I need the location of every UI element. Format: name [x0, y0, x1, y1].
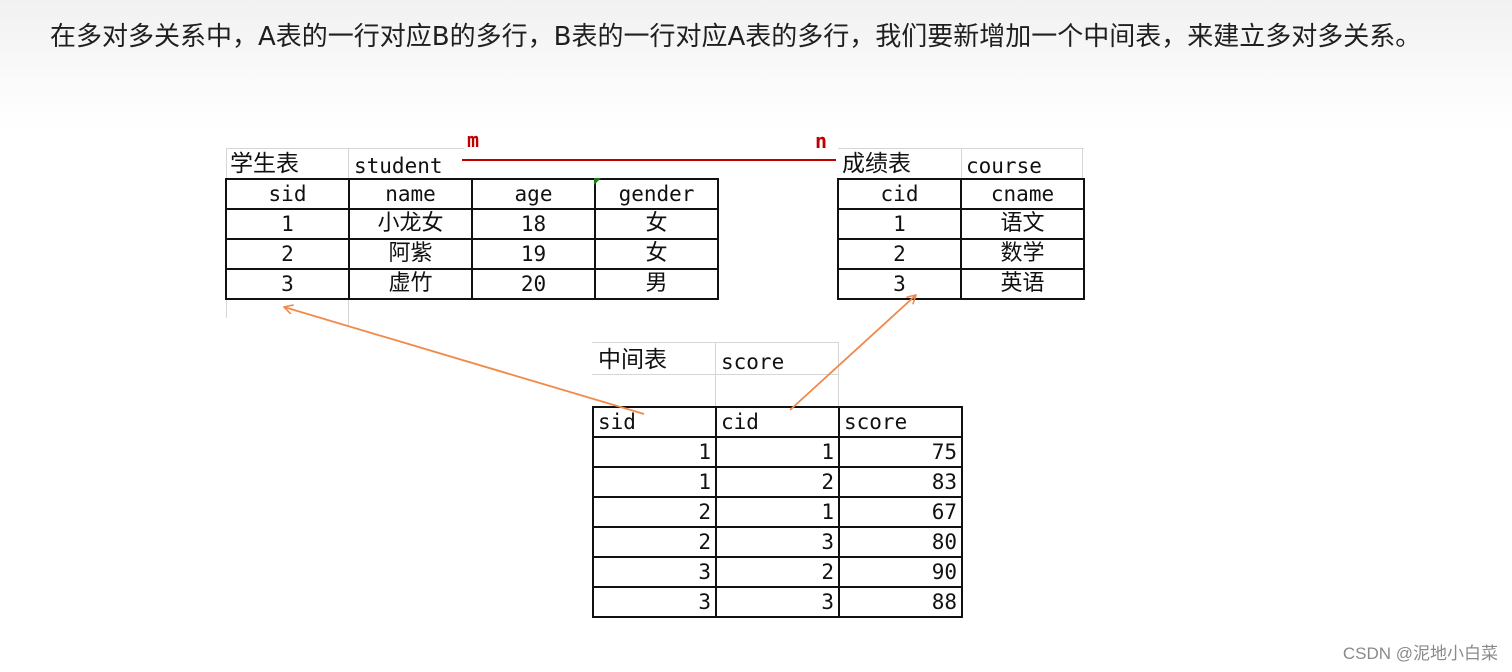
table-cell: 2	[592, 496, 717, 528]
table-cell: 阿紫	[348, 238, 473, 270]
column-header: age	[471, 178, 596, 210]
table-cell: 1	[592, 436, 717, 468]
table-cell: 18	[471, 208, 596, 240]
cell-comment-marker	[594, 178, 601, 185]
grid-line	[961, 148, 962, 178]
table-cell: 3	[592, 586, 717, 618]
table-row: 2 1 67	[592, 496, 963, 528]
table-row: 3 2 90	[592, 556, 963, 588]
grid-line	[226, 148, 464, 149]
course-caption-en: course	[966, 154, 1042, 178]
student-caption-en: student	[354, 154, 443, 178]
table-cell: 女	[594, 238, 719, 270]
grid-line	[838, 342, 839, 406]
grid-line	[715, 342, 716, 406]
course-caption-cn: 成绩表	[842, 151, 911, 177]
table-row: 2 3 80	[592, 526, 963, 558]
multiplicity-m-label: m	[467, 128, 480, 152]
cid-reference-arrow	[789, 295, 916, 411]
intro-paragraph: 在多对多关系中，A表的一行对应B的多行，B表的一行对应A表的多行，我们要新增加一…	[50, 22, 1422, 52]
table-row: 2 数学	[837, 238, 1085, 270]
multiplicity-n-label: n	[815, 129, 828, 153]
score-caption-en: score	[721, 350, 785, 374]
table-cell: 88	[838, 586, 963, 618]
table-cell: 2	[592, 526, 717, 558]
table-cell: 女	[594, 208, 719, 240]
table-row: 1 小龙女 18 女	[225, 208, 719, 240]
column-header: cname	[960, 178, 1085, 210]
table-cell: 3	[715, 586, 840, 618]
score-caption-cn: 中间表	[598, 347, 667, 373]
student-caption-cn: 学生表	[230, 151, 299, 177]
sid-reference-arrow	[284, 307, 645, 415]
table-cell: 90	[838, 556, 963, 588]
table-row: 1 2 83	[592, 466, 963, 498]
table-cell: 3	[592, 556, 717, 588]
table-cell: 2	[225, 238, 350, 270]
table-cell: 小龙女	[348, 208, 473, 240]
table-row: 3 虚竹 20 男	[225, 268, 719, 300]
score-table: sid cid score 1 1 75 1 2 83 2 1 67 2 3 8…	[592, 406, 963, 618]
table-header-row: sid name age gender	[225, 178, 719, 210]
table-cell: 83	[838, 466, 963, 498]
table-cell: 80	[838, 526, 963, 558]
column-header: score	[838, 406, 963, 438]
table-cell: 2	[715, 466, 840, 498]
table-cell: 20	[471, 268, 596, 300]
table-cell: 虚竹	[348, 268, 473, 300]
table-cell: 1	[715, 436, 840, 468]
table-header-row: sid cid score	[592, 406, 963, 438]
column-header: cid	[715, 406, 840, 438]
column-header: sid	[592, 406, 717, 438]
column-header: name	[348, 178, 473, 210]
course-table: cid cname 1 语文 2 数学 3 英语	[837, 178, 1085, 300]
table-cell: 语文	[960, 208, 1085, 240]
table-cell: 1	[225, 208, 350, 240]
table-cell: 3	[837, 268, 962, 300]
table-row: 3 3 88	[592, 586, 963, 618]
table-cell: 英语	[960, 268, 1085, 300]
table-cell: 男	[594, 268, 719, 300]
table-cell: 75	[838, 436, 963, 468]
table-cell: 2	[715, 556, 840, 588]
table-cell: 3	[225, 268, 350, 300]
watermark: CSDN @泥地小白菜	[1342, 644, 1498, 663]
table-cell: 2	[837, 238, 962, 270]
student-table: sid name age gender 1 小龙女 18 女 2 阿紫 19 女…	[225, 178, 719, 300]
table-cell: 1	[715, 496, 840, 528]
table-cell: 1	[837, 208, 962, 240]
table-row: 2 阿紫 19 女	[225, 238, 719, 270]
column-header: cid	[837, 178, 962, 210]
table-row: 3 英语	[837, 268, 1085, 300]
table-row: 1 1 75	[592, 436, 963, 468]
table-cell: 数学	[960, 238, 1085, 270]
table-cell: 19	[471, 238, 596, 270]
table-row: 1 语文	[837, 208, 1085, 240]
table-cell: 67	[838, 496, 963, 528]
table-cell: 1	[592, 466, 717, 498]
column-header: sid	[225, 178, 350, 210]
grid-line	[1082, 148, 1083, 178]
table-header-row: cid cname	[837, 178, 1085, 210]
column-header: gender	[594, 178, 719, 210]
table-cell: 3	[715, 526, 840, 558]
